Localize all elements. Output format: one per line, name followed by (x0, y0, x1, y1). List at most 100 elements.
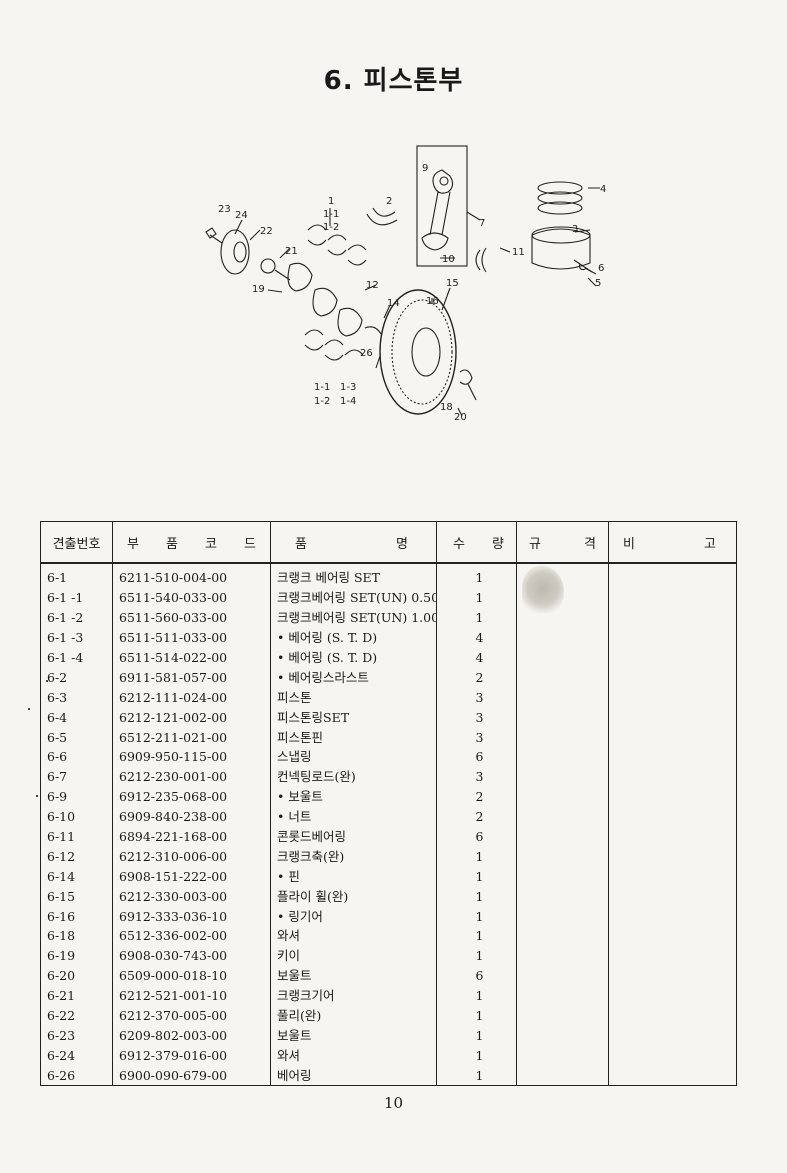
remark-cell (608, 687, 737, 708)
spec-cell (516, 945, 609, 966)
remark-cell (608, 985, 737, 1006)
callout: 9 (422, 163, 428, 174)
ref-no-cell: 6-19 (40, 945, 113, 966)
callout: 22 (260, 226, 273, 237)
ref-no-cell: 6-22 (40, 1005, 113, 1026)
callout: 1 (328, 196, 334, 207)
callout: 11 (512, 247, 525, 258)
ref-no-cell: 6-7 (40, 766, 113, 787)
flywheel-icon (379, 289, 457, 415)
ref-no-cell: 6-24 (40, 1045, 113, 1066)
part-name-cell: 크랭크기어 (270, 985, 437, 1006)
ref-no-cell: 6-18 (40, 926, 113, 946)
callout: 21 (285, 246, 298, 257)
part-code-cell: 6512-336-002-00 (112, 926, 271, 946)
piston-icon (531, 228, 591, 270)
quantity-cell: 1 (436, 906, 517, 927)
remark-cell (608, 846, 737, 867)
margin-mark (28, 708, 30, 710)
spec-cell (516, 627, 609, 648)
callout: 26 (360, 348, 373, 359)
quantity-cell: 1 (436, 607, 517, 628)
ref-no-cell: 6-26 (40, 1065, 113, 1087)
paper-stain (522, 566, 564, 616)
part-code-cell: 6511-540-033-00 (112, 587, 271, 608)
ref-no-cell: 6-23 (40, 1025, 113, 1046)
spec-cell (516, 1005, 609, 1026)
quantity-cell: 2 (436, 667, 517, 688)
part-code-cell: 6212-521-001-10 (112, 985, 271, 1006)
ref-no-cell: 6-14 (40, 866, 113, 887)
part-code-cell: 6212-121-002-00 (112, 707, 271, 728)
part-code-cell: 6511-514-022-00 (112, 647, 271, 668)
part-name-cell: 키이 (270, 945, 437, 966)
ref-no-cell: 6-3 (40, 687, 113, 708)
remark-cell (608, 1045, 737, 1066)
part-name-cell: 콘롯드베어링 (270, 826, 437, 847)
remark-cell (608, 826, 737, 847)
part-code-cell: 6212-230-001-00 (112, 766, 271, 787)
washer-bolt-icon (459, 369, 477, 401)
quantity-cell: 3 (436, 707, 517, 728)
part-name-cell: • 링기어 (270, 906, 437, 927)
remark-cell (608, 727, 737, 748)
callout: 12 (366, 280, 379, 291)
spec-cell (516, 647, 609, 668)
part-name-cell: 와셔 (270, 1045, 437, 1066)
remark-cell (608, 607, 737, 628)
quantity-cell: 1 (436, 1045, 517, 1066)
part-name-cell: 피스톤핀 (270, 727, 437, 748)
quantity-cell: 1 (436, 563, 517, 588)
ref-no-cell: 6-1 -3 (40, 627, 113, 648)
quantity-cell: 4 (436, 627, 517, 648)
spec-cell (516, 766, 609, 787)
quantity-cell: 6 (436, 826, 517, 847)
ref-no-cell: 6-2 (40, 667, 113, 688)
quantity-cell: 4 (436, 647, 517, 668)
remark-cell (608, 766, 737, 787)
remark-cell (608, 945, 737, 966)
remark-cell (608, 806, 737, 827)
margin-mark (36, 795, 38, 797)
part-code-cell: 6908-030-743-00 (112, 945, 271, 966)
spec-cell (516, 886, 609, 907)
remark-cell (608, 647, 737, 668)
callout: 6 (598, 263, 604, 274)
conrod-box (416, 145, 468, 267)
callout: 1-1 (323, 209, 339, 220)
part-name-cell: • 베어링 (S. T. D) (270, 647, 437, 668)
callout: 16 (426, 296, 439, 307)
ref-no-cell: 6-16 (40, 906, 113, 927)
remark-cell (608, 965, 737, 986)
ref-no-cell: 6-5 (40, 727, 113, 748)
callout: 18 (440, 402, 453, 413)
part-name-cell: 보울트 (270, 965, 437, 986)
crank-bearing-icon (307, 224, 367, 266)
remark-cell (608, 563, 737, 588)
page-number: 10 (383, 1094, 404, 1112)
part-code-cell: 6509-000-018-10 (112, 965, 271, 986)
header-part-code: 부 품 코 드 (112, 521, 271, 564)
ref-no-cell: 6-1 -4 (40, 647, 113, 668)
part-code-cell: 6912-235-068-00 (112, 786, 271, 807)
crankshaft-icon (274, 262, 382, 337)
callout: 1-1 (314, 382, 330, 393)
quantity-cell: 1 (436, 945, 517, 966)
